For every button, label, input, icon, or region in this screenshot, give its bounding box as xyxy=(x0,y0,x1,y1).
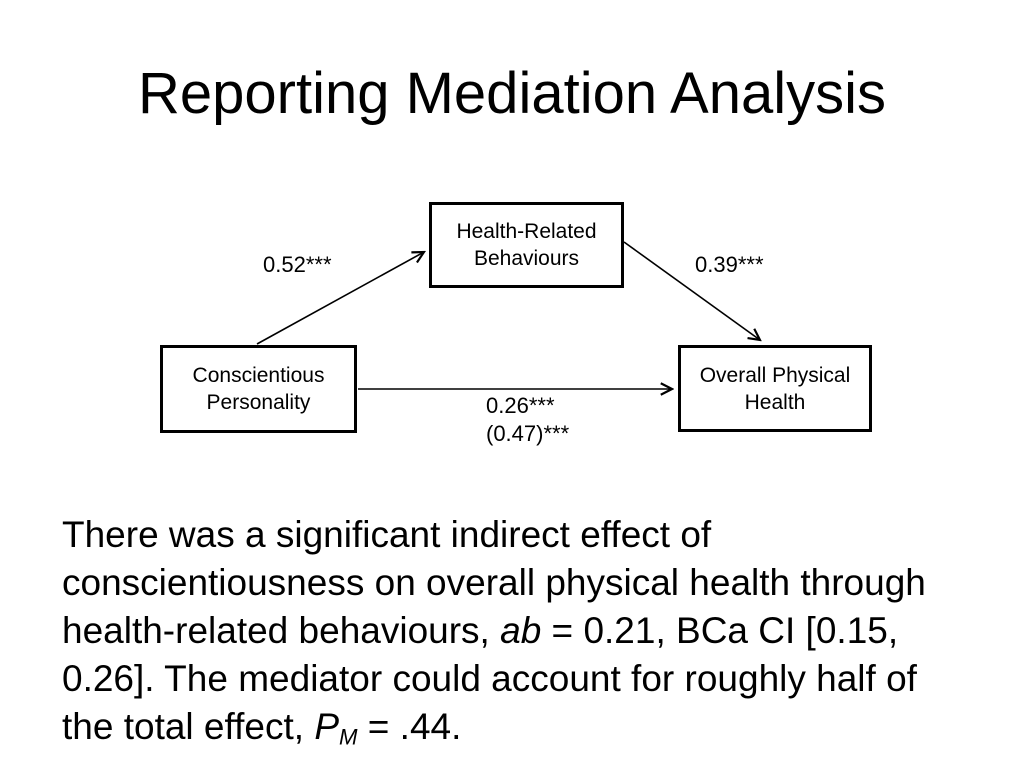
summary-paragraph: There was a significant indirect effect … xyxy=(62,511,926,762)
direct-path-coefficients: 0.26*** (0.47)*** xyxy=(486,392,569,448)
ab-statistic: ab xyxy=(500,610,542,651)
mediator-box: Health-Related Behaviours xyxy=(429,202,624,288)
summary-line: health-related behaviours, ab = 0.21, BC… xyxy=(62,610,899,651)
path-b-coefficient: 0.39*** xyxy=(695,252,764,277)
summary-line: the total effect, PM = .44. xyxy=(62,706,462,750)
slide-title: Reporting Mediation Analysis xyxy=(138,61,886,126)
total-effect-value: (0.47)*** xyxy=(486,421,570,446)
outcome-box-label: Overall Physical Health xyxy=(699,363,851,414)
pm-statistic-m-subscript: M xyxy=(339,724,358,750)
predictor-box-label: Conscientious Personality xyxy=(192,364,325,414)
mediator-box-label: Health-Related Behaviours xyxy=(456,220,597,270)
predictor-box: Conscientious Personality xyxy=(160,345,357,433)
summary-line: conscientiousness on overall physical he… xyxy=(62,562,926,603)
summary-line: 0.26]. The mediator could account for ro… xyxy=(62,658,917,699)
path-a-coefficient: 0.52*** xyxy=(263,252,332,277)
direct-effect-value: 0.26*** xyxy=(486,393,555,418)
summary-line: There was a significant indirect effect … xyxy=(62,514,712,555)
pm-statistic-p: P xyxy=(314,706,340,747)
outcome-box: Overall Physical Health xyxy=(678,345,872,432)
